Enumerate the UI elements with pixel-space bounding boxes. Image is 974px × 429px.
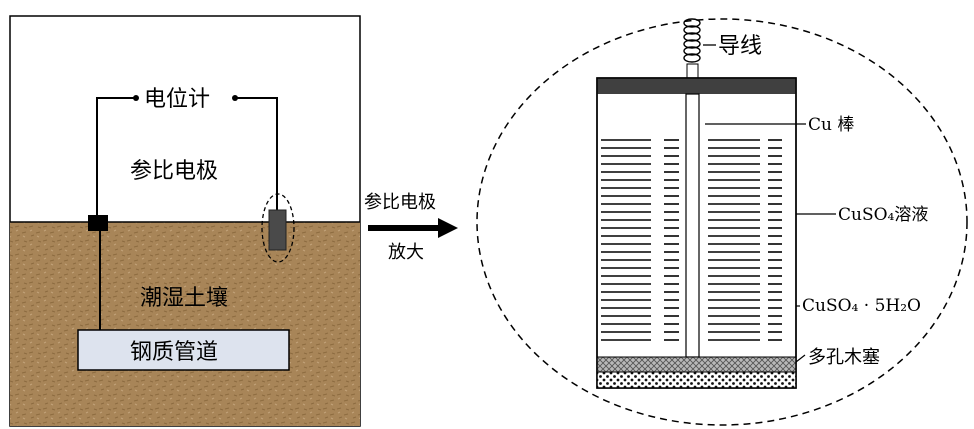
- crystal-layer: [596, 356, 797, 373]
- soil-label: 潮湿土壤: [140, 286, 228, 311]
- terminal-left: [133, 95, 139, 101]
- container-cap: [597, 78, 796, 94]
- wire-label: 导线: [718, 34, 762, 59]
- plug-leader: [795, 354, 806, 363]
- wire-left: [96, 97, 134, 218]
- solution-label: CuSO₄溶液: [838, 205, 928, 225]
- arrow-label-line1: 参比电极: [364, 192, 436, 213]
- copper-rod: [685, 93, 700, 358]
- potentiometer-label: 电位计: [144, 87, 210, 112]
- steel-pipe: [77, 329, 290, 371]
- porous-plug: [596, 371, 797, 389]
- solution-lines: [601, 139, 782, 341]
- pipe-connector: [88, 215, 108, 231]
- arrow-head: [438, 218, 458, 238]
- terminal-right: [232, 95, 238, 101]
- magnify-arrow-group: 参比电极 放大: [364, 192, 458, 263]
- detail-view: 导线 Cu 棒 CuSO₄溶液 CuSO₄ · 5H₂O 多孔木塞: [476, 18, 968, 426]
- rod-label: Cu 棒: [808, 115, 854, 135]
- reference-electrode-label: 参比电极: [130, 159, 218, 184]
- pipe-label: 钢质管道: [130, 340, 218, 365]
- left-scene: 电位计 参比电极 潮湿土壤 钢质管道: [9, 15, 361, 427]
- wire-right: [237, 97, 278, 212]
- wire-coil: [683, 18, 701, 79]
- plug-label: 多孔木塞: [808, 347, 880, 368]
- crystal-label: CuSO₄ · 5H₂O: [802, 296, 921, 316]
- electrode-highlight-circle: [261, 193, 295, 263]
- detail-circle: [476, 18, 968, 426]
- reference-electrode: [268, 209, 287, 251]
- arrow-label-line2: 放大: [388, 242, 424, 263]
- soil-region: [10, 222, 360, 426]
